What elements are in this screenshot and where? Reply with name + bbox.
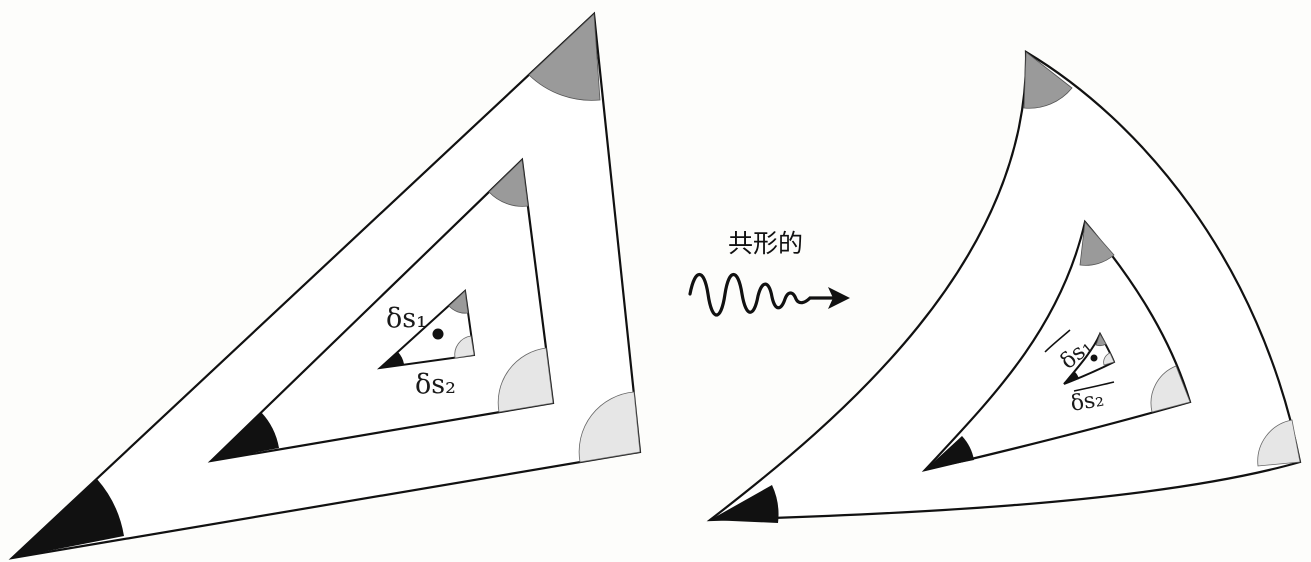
left-ds2-label: δs₂	[415, 369, 456, 400]
right-small-right-angle	[1103, 352, 1115, 366]
left-small-acute-angle	[380, 352, 404, 368]
left-middle-triangle	[207, 157, 555, 463]
right-middle-right-angle	[1150, 365, 1191, 413]
right-outer-right-angle	[1257, 419, 1301, 467]
left-middle-right-angle	[497, 347, 554, 413]
left-outer-right-angle	[578, 391, 641, 463]
left-small-triangle	[376, 288, 476, 370]
right-middle-curved-triangle	[921, 219, 1192, 472]
left-small-dot	[432, 328, 444, 340]
left-middle-acute-angle	[211, 412, 279, 461]
left-outer-triangle	[8, 11, 642, 560]
right-ds2-overarc	[1073, 381, 1115, 392]
left-small-top-angle	[448, 290, 469, 314]
right-small-top-angle	[1095, 333, 1107, 346]
right-outer-acute-angle	[710, 485, 779, 523]
right-small-triangle	[1063, 331, 1116, 385]
right-middle-acute-angle	[925, 436, 974, 470]
arrow-head-icon	[828, 287, 850, 309]
left-middle-top-angle	[488, 159, 529, 207]
right-outer-top-angle	[1023, 51, 1073, 109]
left-ds1-label: δs₁	[386, 303, 427, 334]
right-figure: δs₁ δs₂	[706, 50, 1302, 523]
left-outer-top-angle	[528, 13, 601, 101]
conformal-arrow-label: 共形的	[728, 229, 804, 258]
right-small-dot	[1090, 354, 1098, 362]
right-ds1-overarc	[1044, 329, 1071, 353]
left-outer-acute-angle	[12, 479, 124, 558]
right-small-acute-angle	[1064, 372, 1079, 384]
wavy-arrow	[688, 272, 850, 317]
wavy-arrow-line	[688, 272, 842, 317]
left-figure: δs₁ δs₂	[8, 11, 642, 560]
right-middle-top-angle	[1079, 221, 1115, 266]
left-small-right-angle	[454, 335, 475, 359]
